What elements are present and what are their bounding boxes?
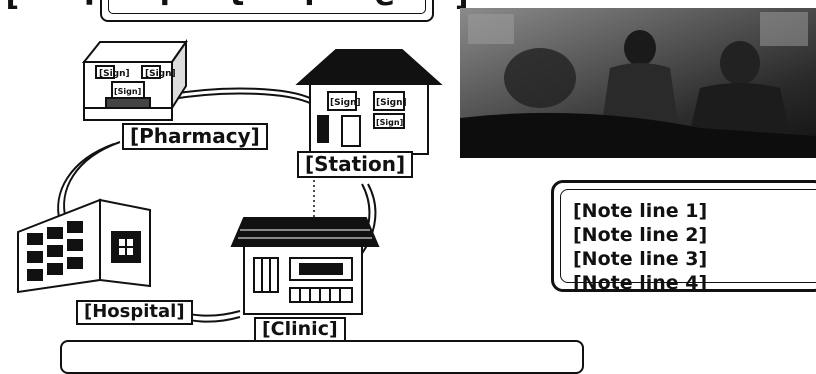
station-sign-2: [Sign]: [376, 98, 407, 108]
station-building: [Sign] [Sign] [Sign]: [295, 49, 443, 155]
note-box: [Note line 1] [Note line 2] [Note line 3…: [551, 180, 816, 294]
pharmacy-building: [Sign] [Sign] [Sign]: [81, 38, 188, 121]
note-line: [Note line 1]: [573, 200, 708, 222]
hospital-building: [17, 198, 151, 294]
clinic-building: [230, 217, 380, 315]
station-sign-1: [Sign]: [330, 98, 361, 108]
pharmacy-sign-left: [Sign]: [99, 69, 130, 79]
note-line: [Note line 4]: [573, 272, 708, 294]
node-label-station: [Station]: [297, 151, 414, 178]
meeting-photo-content: [460, 12, 816, 158]
title-frame: [Title]: [5, 0, 469, 22]
meeting-photo: [460, 8, 816, 158]
node-label-clinic: [Clinic]: [254, 317, 346, 343]
bottom-frame: [60, 340, 584, 374]
note-line: [Note line 2]: [573, 224, 708, 246]
pharmacy-sign-front: [Sign]: [114, 87, 141, 96]
diagram-title: [Title]: [5, 0, 469, 14]
note-text: [Note line 1] [Note line 2] [Note line 3…: [560, 189, 816, 294]
pharmacy-sign-right: [Sign]: [145, 69, 176, 79]
node-label-pharmacy: [Pharmacy]: [122, 123, 268, 150]
node-label-hospital: [Hospital]: [76, 300, 193, 325]
station-sign-3: [Sign]: [376, 118, 403, 127]
note-line: [Note line 3]: [573, 248, 708, 270]
